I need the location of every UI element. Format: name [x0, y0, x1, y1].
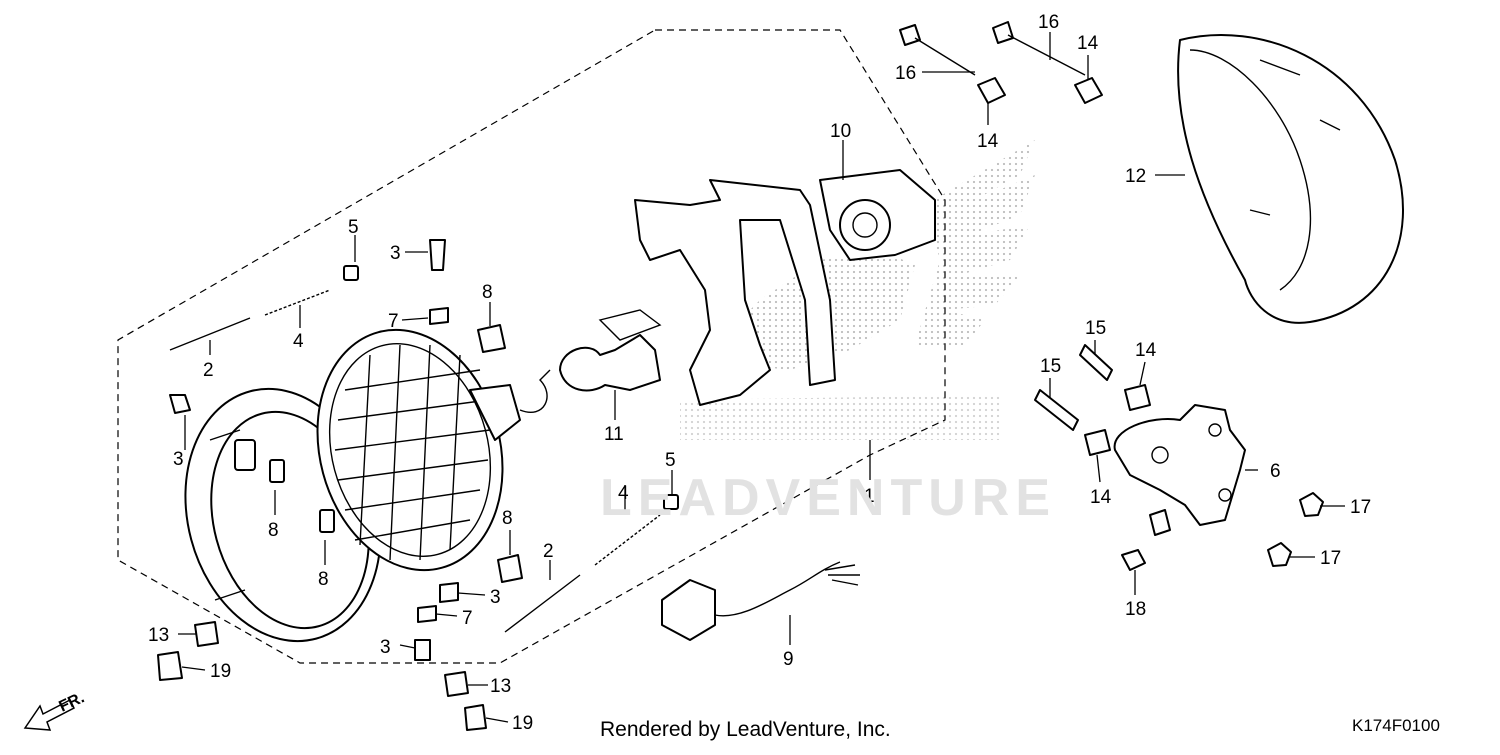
- callout-16: 16: [895, 63, 916, 84]
- front-direction-label: FR.: [57, 689, 88, 715]
- callout-19: 19: [512, 713, 533, 734]
- callout-12: 12: [1125, 166, 1146, 187]
- callout-8: 8: [502, 508, 513, 529]
- callout-3: 3: [490, 587, 501, 608]
- render-credit: Rendered by LeadVenture, Inc.: [600, 718, 891, 741]
- headlight-lens-unit: [316, 328, 551, 572]
- callout-14: 14: [1077, 33, 1099, 54]
- headlight-mounting-bracket: [634, 179, 836, 406]
- callout-8: 8: [268, 520, 279, 541]
- callout-6: 6: [1270, 461, 1281, 482]
- nuts-14-top: [977, 77, 1103, 104]
- callout-4: 4: [618, 483, 629, 504]
- callout-17: 17: [1320, 548, 1341, 569]
- callout-5: 5: [348, 217, 359, 238]
- callout-1: 1: [864, 486, 875, 507]
- callout-11: 11: [604, 424, 624, 445]
- callout-2: 2: [203, 360, 214, 381]
- headlight-case: [1177, 34, 1404, 324]
- leader-lines: [178, 32, 1345, 723]
- flange-nuts-17: [1267, 492, 1324, 567]
- callout-16: 16: [1038, 12, 1059, 33]
- callout-2: 2: [543, 541, 554, 562]
- mounting-bolts-16: [899, 21, 1086, 76]
- callout-19: 19: [210, 661, 231, 682]
- springs-4: [264, 289, 661, 566]
- screws-3-5-7-8-13-19: [157, 239, 679, 731]
- front-direction-arrow: FR.: [23, 689, 88, 731]
- collars-15: [1034, 344, 1113, 431]
- callout-3: 3: [390, 243, 401, 264]
- adjusting-screws-2: [169, 317, 581, 633]
- callout-3: 3: [380, 637, 391, 658]
- wire-harness: [661, 561, 860, 641]
- callout-14: 14: [1135, 340, 1157, 361]
- nut-18: [1121, 549, 1146, 571]
- callout-5: 5: [665, 450, 676, 471]
- callout-15: 15: [1085, 318, 1106, 339]
- callout-18: 18: [1125, 599, 1146, 620]
- nuts-14-right: [1084, 384, 1151, 456]
- headlight-bulb: [559, 309, 662, 392]
- leadventure-watermark: LEADVENTURE: [600, 469, 1057, 527]
- callout-14: 14: [977, 131, 999, 152]
- callout-15: 15: [1040, 356, 1061, 377]
- callout-8: 8: [318, 569, 329, 590]
- callout-13: 13: [490, 676, 511, 697]
- headlight-stay-bracket: [1113, 404, 1246, 536]
- callout-17: 17: [1350, 497, 1371, 518]
- callout-14: 14: [1090, 487, 1112, 508]
- callout-8: 8: [482, 282, 493, 303]
- callout-4: 4: [293, 331, 304, 352]
- diagram-code: K174F0100: [1352, 716, 1440, 735]
- bulb-socket-cover: [819, 169, 936, 261]
- callout-7: 7: [388, 311, 399, 332]
- callout-labels: 1 2 2 3 3 3 3 4 4 5 5 6 7 7 8 8 8 8 9 10…: [148, 12, 1371, 734]
- callout-13: 13: [148, 625, 169, 646]
- callout-10: 10: [830, 121, 851, 142]
- callout-3: 3: [173, 449, 184, 470]
- callout-9: 9: [783, 649, 794, 670]
- callout-7: 7: [462, 608, 473, 629]
